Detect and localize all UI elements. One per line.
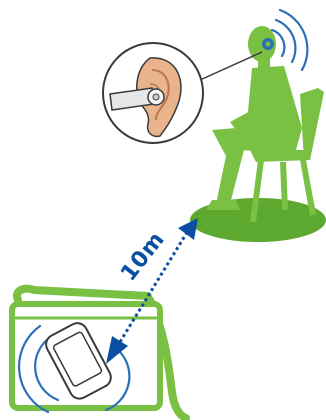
- ear-with-headset-icon: [103, 43, 203, 143]
- signal-waves-icon: [272, 10, 307, 70]
- bluetooth-headset-icon: [262, 38, 274, 50]
